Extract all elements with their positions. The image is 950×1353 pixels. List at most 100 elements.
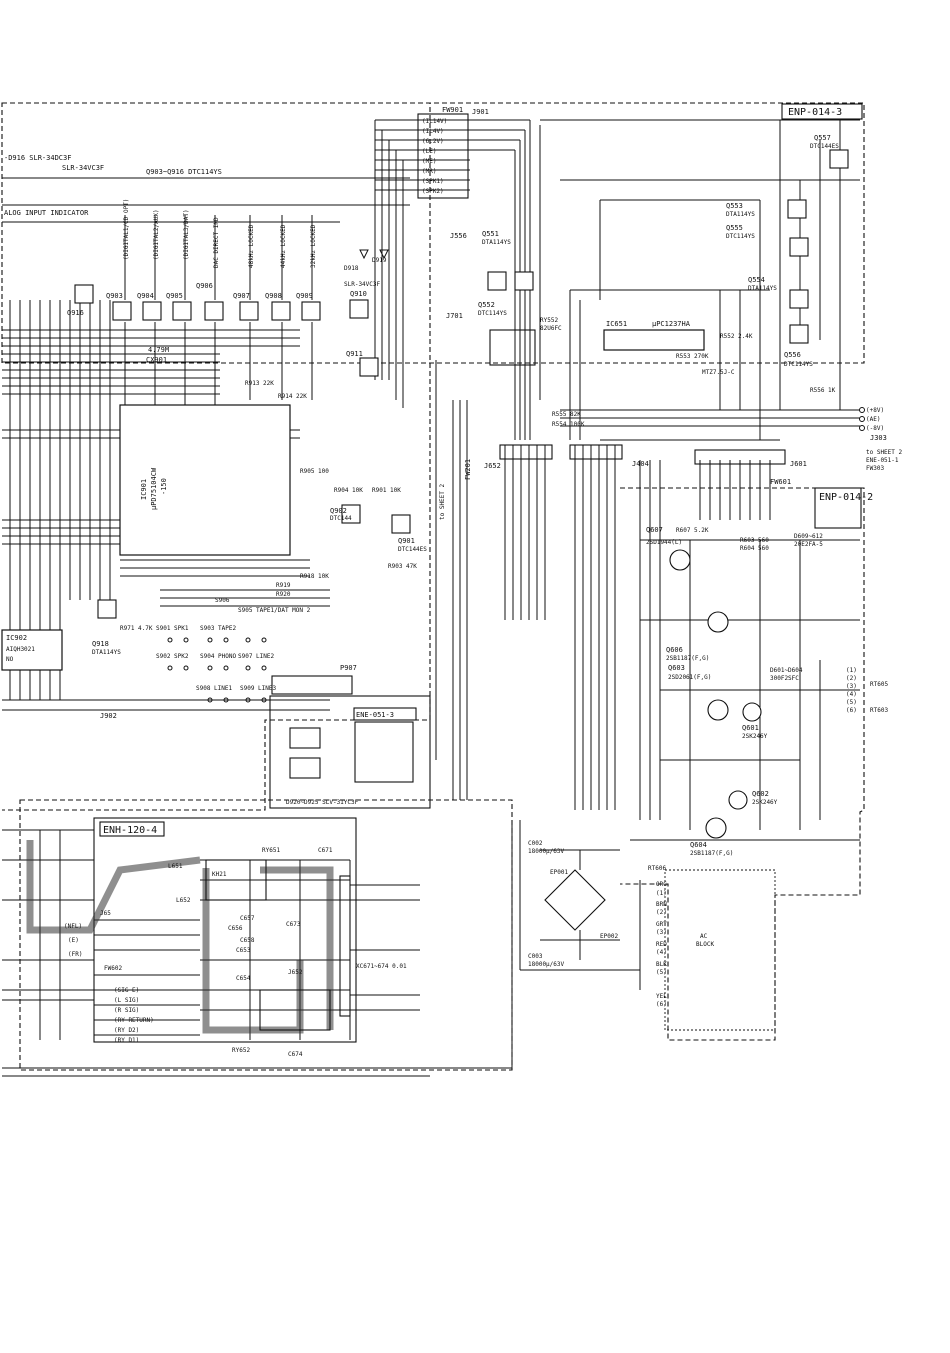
switches: S901 SPK1 S902 SPK2 S903 TAPE2 S904 PHON… [156, 597, 311, 703]
mid-connectors: J652 J404 J601 FW601 J556 J701 FW201 to … [439, 232, 807, 520]
q901-q902: Q902 DTC144 Q901 DTC144ES [330, 504, 427, 553]
q553-part: DTA114YS [726, 211, 755, 218]
wiring [2, 119, 860, 1077]
sheet-ref-3: FW303 [866, 465, 884, 472]
q918-label: Q918 [92, 640, 109, 648]
fw901-pin-7: (SPK1) [422, 178, 444, 185]
ac-pin-list: ORG (1) BRN (2) GRY (3) RED (4) BLK (5) … [656, 881, 667, 1008]
crystal-freq: 4.79M [148, 346, 169, 354]
q551-label: Q551 [482, 230, 499, 238]
diode-list-line-2: SLR-34VC3F [62, 164, 104, 172]
transistor-q908-label: Q908 [265, 292, 282, 300]
indicator-label-32k: 32kHz LOCKED [310, 224, 317, 268]
transistor-q904-label: Q904 [137, 292, 154, 300]
relay-ry652-block [259, 989, 331, 1031]
enh-right-pins [339, 875, 351, 1017]
fw901-connector: FW901 J901 (IL14V) (IL4V) (6.2V) (LE) (M… [417, 106, 489, 199]
q555-label: Q555 [726, 224, 743, 232]
q556-part: DTC114YS [784, 361, 813, 368]
q918: Q918 DTA114YS [92, 599, 121, 656]
ac-block-label-1: AC [700, 933, 708, 940]
j404-block [569, 444, 623, 460]
enh-signal-nfl: (NFL) [64, 923, 82, 930]
transistor-q906-symbol [204, 301, 224, 321]
cap-label-c671: C671 [318, 847, 333, 854]
resistor-label-r919: R919 [276, 582, 291, 589]
p907-pin-block [271, 675, 353, 695]
cap-label-c653: C653 [236, 947, 251, 954]
board-title-box-enh-120-4 [99, 821, 165, 837]
resistor-label-r604: R604 560 [740, 545, 769, 552]
ic901-part: µPD75104CW [150, 467, 158, 510]
q555-symbol [789, 237, 809, 257]
resistor-label-r971: R971 4.7K [120, 625, 153, 632]
q556-symbol [789, 324, 809, 344]
d918-label: D918 [344, 265, 359, 272]
q606-label: Q606 [666, 646, 683, 654]
indicator-label-48k: 48kHz LOCKED [248, 224, 255, 268]
resistor-label-r914: R914 22K [278, 393, 307, 400]
j404-label: J404 [632, 460, 649, 468]
header-labels: -D916 SLR-34DC3F SLR-34VC3F Q903~Q916 DT… [4, 154, 222, 217]
transistor-q916-symbol [74, 284, 94, 304]
q606-symbol [707, 611, 729, 633]
resistor-label-r918: R918 10K [300, 573, 329, 580]
q553-symbol [787, 199, 807, 219]
ac-pin-yel: YEL [656, 993, 667, 1000]
q606-part: 2SB1187(F,G) [666, 655, 709, 662]
q554-label: Q554 [748, 276, 765, 284]
board-title-box-enp-014-2 [814, 487, 862, 529]
resistor-label-r552: R552 2.4K [720, 333, 753, 340]
indicator-label-digital3: (DIGITAL3/DAT) [183, 209, 190, 260]
rt606-label: RT606 [648, 865, 666, 872]
q554-part: DTA114YS [748, 285, 777, 292]
fw901-pin-3: (6.2V) [422, 138, 444, 145]
q604-symbol [705, 817, 727, 839]
transistor-q916-label: Q916 [67, 309, 84, 317]
q603-symbol [707, 699, 729, 721]
resistor-label-r903: R903 47K [388, 563, 417, 570]
indicator-label-dac-direct: DAC DIRECT IND [213, 217, 220, 268]
analog-input-indicator-label: ALOG INPUT INDICATOR [4, 209, 89, 217]
ac-block-label-2: BLOCK [696, 941, 714, 948]
ic651: IC651 µPC1237HA [603, 320, 705, 351]
d919-part: SLR-34VC3F [344, 281, 381, 288]
resistor-label-r556: R556 1K [810, 387, 836, 394]
transistor-q903-symbol [112, 301, 132, 321]
board-enh-120-4-inner [93, 817, 357, 1043]
diode-list-line-1: -D916 SLR-34DC3F [4, 154, 71, 162]
board-titles: ENP-014-3 ENP-014-2 ENE-051-3 ENH-120-4 [99, 103, 873, 837]
transistor-q909-symbol [301, 301, 321, 321]
d601-label: D601~D604 [770, 667, 803, 674]
transistor-q903-label: Q903 [106, 292, 123, 300]
j901-label: J901 [472, 108, 489, 116]
ac-pin-red: RED [656, 941, 667, 948]
indicator-label-digital1: (DIGITAL1/CD OPT) [123, 199, 130, 260]
q901-symbol [391, 514, 411, 534]
enp-014-2-contents: Q607 2SD1944(L) R607 5.2K R603 560 R604 … [646, 526, 888, 857]
q602-symbol [728, 790, 748, 810]
fw901-pin-2: (IL4V) [422, 128, 444, 135]
cap-series-c671-674: XC671~674 0.01 [356, 963, 407, 970]
l652-label: L652 [176, 897, 191, 904]
q557-label: Q557 [814, 134, 831, 142]
ic901-body [119, 404, 291, 556]
q552-part: DTC114YS [478, 310, 507, 317]
q551-part: DTA114YS [482, 239, 511, 246]
resistor-label-r607: R607 5.2K [676, 527, 709, 534]
ac-pin-brn: BRN [656, 901, 667, 908]
ry552-label: RY552 [540, 317, 558, 324]
transistor-q907-symbol [239, 301, 259, 321]
ic901-name: IC901 [140, 479, 148, 500]
c002-value: 18000µ/63V [528, 848, 565, 855]
q604-part: 2SB1187(F,G) [690, 850, 733, 857]
q607-symbol [669, 549, 691, 571]
right-pin-4: (4) [846, 691, 857, 698]
cap-label-c656: C656 [228, 925, 243, 932]
rt603-label: RT603 [870, 707, 888, 714]
transistor-q909-label: Q909 [296, 292, 313, 300]
enh-signal-r-sig: (R SIG) [114, 1007, 139, 1014]
q602-part: 2SK246Y [752, 799, 778, 806]
indicator-transistor-row: Q903 Q904 Q905 Q906 Q907 Q908 Q909 Q910 … [67, 282, 379, 377]
q901-part: DTC144ES [398, 546, 427, 553]
